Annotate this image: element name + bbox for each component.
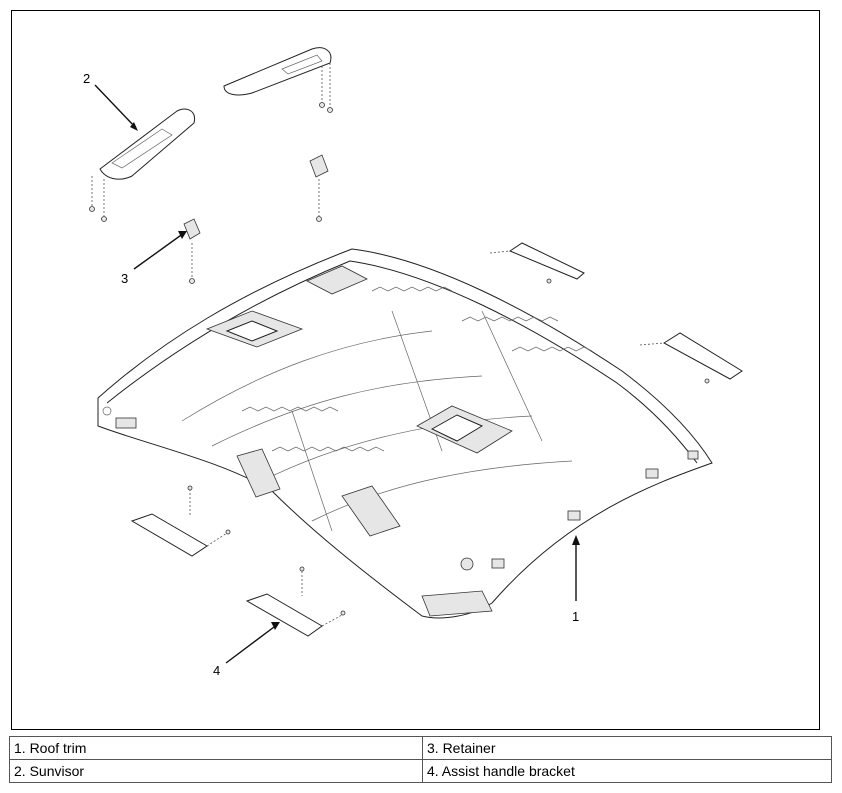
svg-text:2: 2 xyxy=(83,71,90,86)
exploded-diagram: 1 2 3 4 xyxy=(11,10,820,730)
callout-2: 2 xyxy=(83,71,138,131)
legend-item-roof-trim: 1. Roof trim xyxy=(9,736,423,760)
sunvisor-left xyxy=(89,108,196,222)
assist-handle-bracket-front-right xyxy=(639,332,743,384)
legend-item-assist-handle-bracket: 4. Assist handle bracket xyxy=(422,759,832,783)
svg-text:3: 3 xyxy=(121,271,128,286)
callout-4: 4 xyxy=(213,622,280,678)
roof-trim xyxy=(97,248,713,619)
svg-text:4: 4 xyxy=(213,663,220,678)
legend-row: 2. Sunvisor 4. Assist handle bracket xyxy=(9,759,832,783)
callout-3: 3 xyxy=(121,231,187,286)
assist-handle-bracket-rear-left xyxy=(245,566,346,637)
legend-row: 1. Roof trim 3. Retainer xyxy=(9,736,832,760)
svg-text:1: 1 xyxy=(572,609,579,624)
assist-handle-bracket-front-left xyxy=(130,485,231,557)
sunvisor-right xyxy=(223,47,333,113)
assist-handle-bracket-rear-right xyxy=(489,242,585,284)
retainer-left xyxy=(183,218,201,284)
retainer-right xyxy=(309,154,329,222)
parts-legend: 1. Roof trim 3. Retainer 2. Sunvisor 4. … xyxy=(9,736,832,783)
callout-1: 1 xyxy=(572,535,580,624)
legend-item-sunvisor: 2. Sunvisor xyxy=(9,759,423,783)
legend-item-retainer: 3. Retainer xyxy=(422,736,832,760)
